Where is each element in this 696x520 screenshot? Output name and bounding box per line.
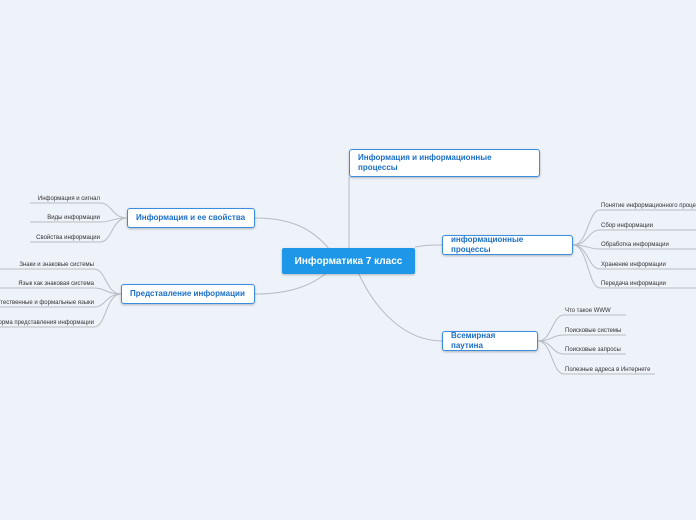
link-root-info-processes: [414, 244, 443, 248]
link-leaf-proc-2: [572, 244, 696, 250]
leaf-process-concept[interactable]: Понятие информационного процесса: [601, 203, 696, 209]
leaf-info-types[interactable]: Виды информации: [47, 215, 100, 221]
branch-info-properties[interactable]: Информация и ее свойства: [127, 208, 255, 228]
link-root-info-representation: [254, 269, 331, 295]
leaf-useful-addresses[interactable]: Полезные адреса в Интернете: [565, 367, 651, 373]
root-topic[interactable]: Информатика 7 класс: [282, 248, 415, 274]
link-leaf-repr-0: [0, 268, 122, 295]
leaf-info-storage[interactable]: Хранение информации: [601, 262, 666, 268]
link-leaf-www-1: [537, 334, 626, 342]
branch-info-representation[interactable]: Представление информации: [121, 284, 255, 304]
link-leaf-proc-0: [572, 209, 696, 246]
branch-info-processes[interactable]: информационные процессы: [442, 235, 573, 255]
leaf-signs-systems[interactable]: Знаки и знаковые системы: [19, 262, 94, 268]
link-root-www: [357, 271, 443, 342]
link-leaf-proc-4: [572, 244, 696, 289]
leaf-language-sign-system[interactable]: Язык как знаковая система: [18, 281, 94, 287]
leaf-info-collection[interactable]: Сбор информации: [601, 223, 653, 229]
leaf-info-properties[interactable]: Свойства информации: [36, 235, 100, 241]
leaf-info-transfer[interactable]: Передача информации: [601, 281, 666, 287]
branch-info-and-processes[interactable]: Информация и информационные процессы: [349, 149, 540, 177]
link-leaf-repr-1: [0, 287, 122, 295]
link-leaf-props-2: [30, 217, 128, 243]
leaf-search-engines[interactable]: Поисковые системы: [565, 328, 622, 334]
leaf-info-signal[interactable]: Информация и сигнал: [37, 196, 100, 202]
leaf-search-queries[interactable]: Поисковые запросы: [565, 347, 621, 353]
leaf-natural-formal-languages[interactable]: Естественные и формальные языки: [0, 300, 94, 306]
link-leaf-props-0: [30, 202, 128, 219]
link-leaf-proc-1: [572, 229, 696, 246]
link-leaf-repr-3: [0, 293, 122, 328]
branch-world-wide-web[interactable]: Всемирная паутина: [442, 331, 538, 351]
leaf-representation-form[interactable]: Форма представления информации: [0, 320, 94, 326]
link-root-info-properties: [254, 217, 331, 251]
link-leaf-www-3: [537, 340, 655, 375]
link-leaf-props-1: [30, 217, 128, 223]
leaf-what-is-www[interactable]: Что такое WWW: [565, 308, 611, 314]
link-leaf-www-0: [537, 314, 626, 342]
leaf-info-processing[interactable]: Обработка информации: [601, 242, 669, 248]
